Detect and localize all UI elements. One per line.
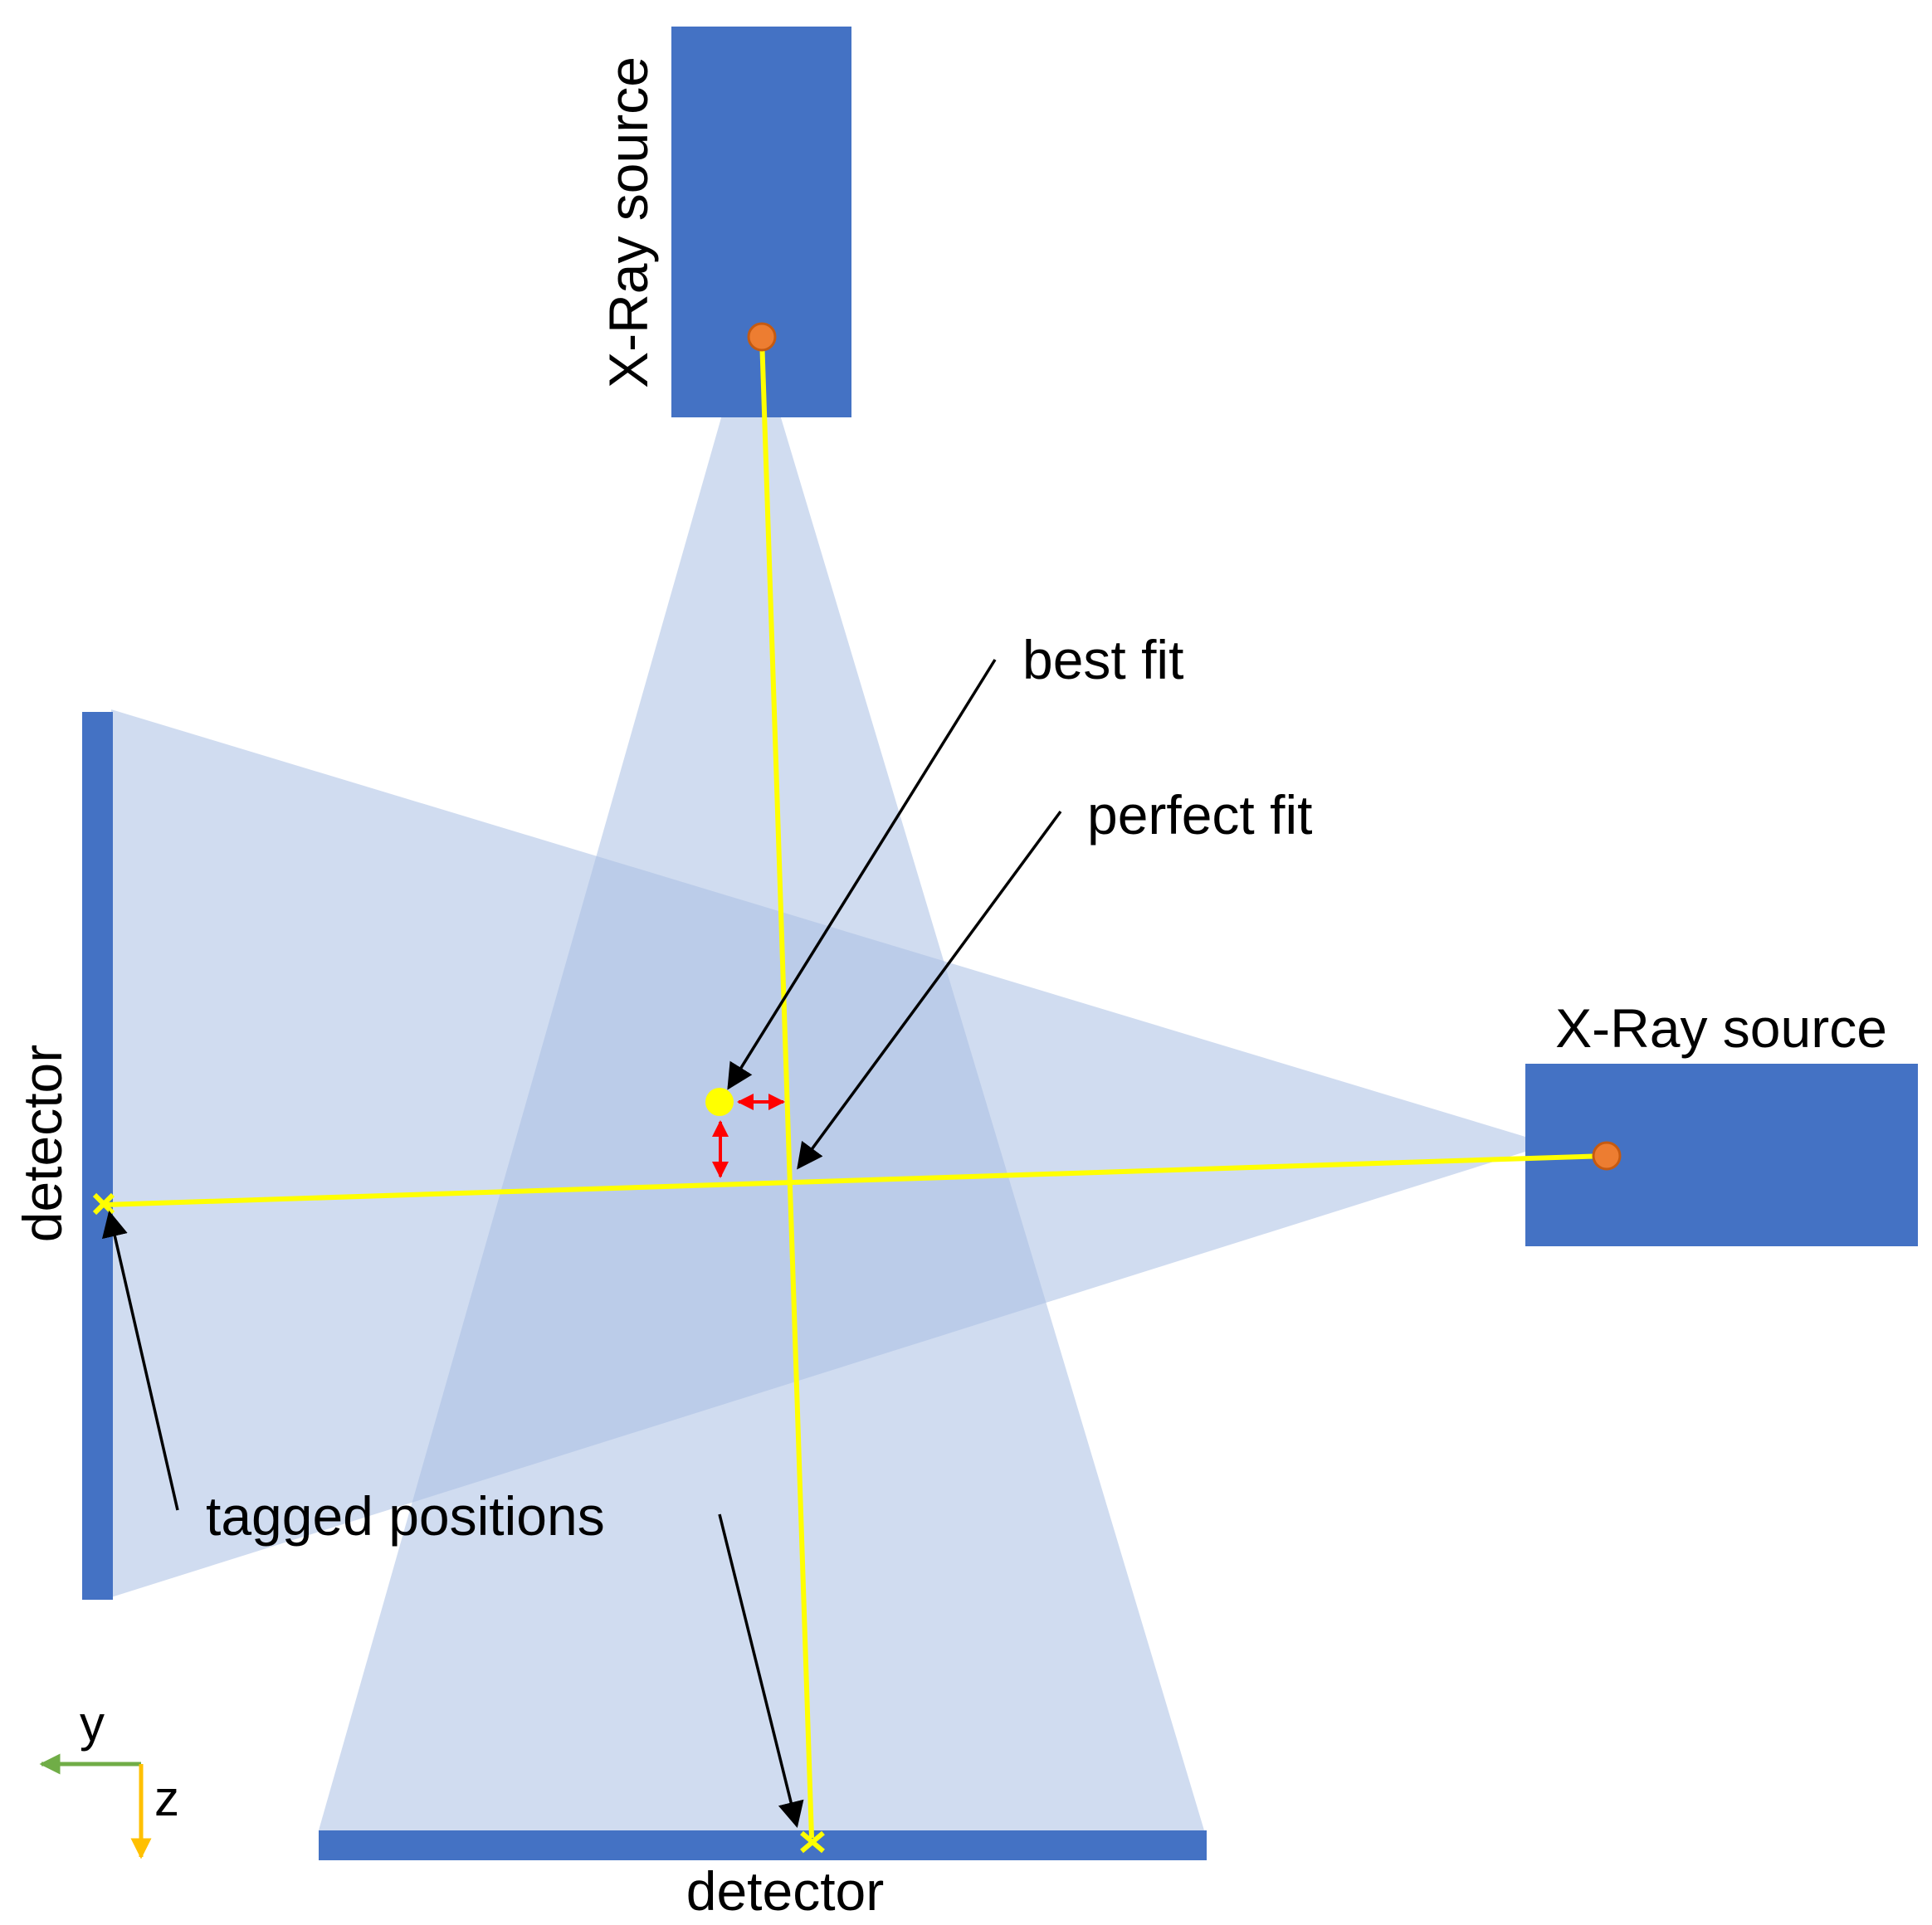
best-fit-point <box>705 1088 734 1116</box>
ray-vertical <box>759 336 814 1839</box>
tagged-positions-pointer-left <box>101 1210 179 1511</box>
xray-source-right-label: X-Ray source <box>1555 997 1887 1059</box>
tagged-position-mark-bottom <box>800 1830 825 1854</box>
source-focal-point-right <box>1592 1141 1622 1171</box>
axis-y-label: y <box>80 1696 105 1752</box>
tagged-positions-pointer-bottom <box>718 1513 804 1829</box>
tagged-position-mark-left <box>92 1192 115 1216</box>
perfect-fit-label: perfect fit <box>1087 784 1312 846</box>
detector-left-label: detector <box>12 1045 73 1242</box>
best-fit-label: best fit <box>1022 629 1183 690</box>
best-fit-pointer <box>727 659 997 1090</box>
perfect-fit-pointer <box>797 810 1062 1170</box>
axis-z-label: z <box>154 1771 179 1826</box>
source-focal-point-top <box>747 322 777 352</box>
detector-bottom <box>319 1830 1207 1860</box>
ray-horizontal <box>104 1153 1608 1207</box>
detector-left <box>82 712 113 1600</box>
detector-bottom-label: detector <box>686 1860 884 1922</box>
xray-source-top-label: X-Ray source <box>598 56 659 388</box>
tagged-positions-label: tagged positions <box>206 1485 605 1547</box>
